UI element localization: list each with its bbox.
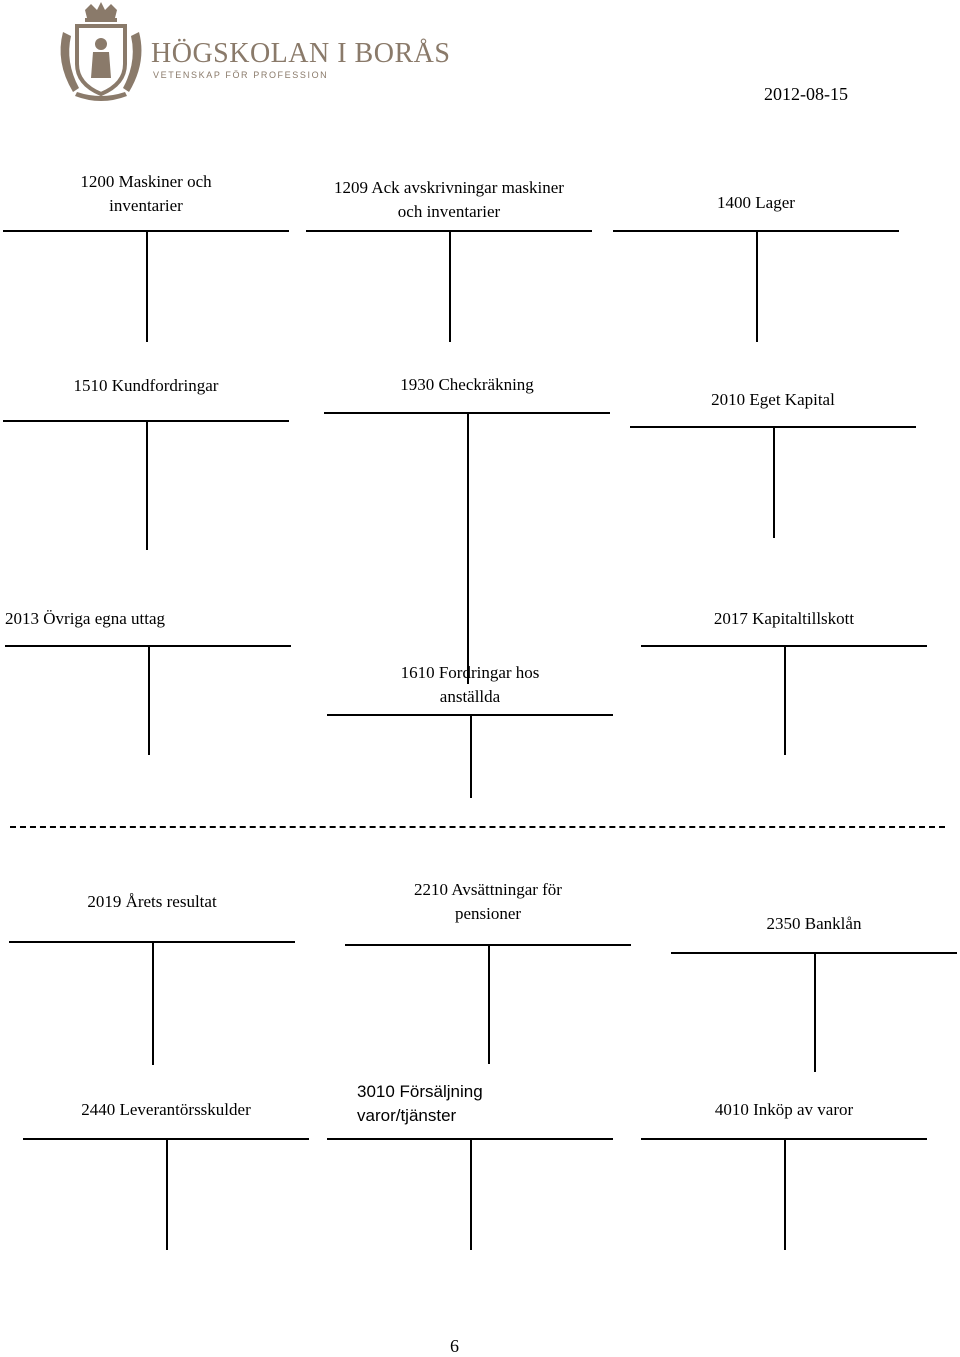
account-label: 4010 Inköp av varor bbox=[714, 1100, 854, 1119]
account-label: 1610 Fordringar hos anställda bbox=[400, 663, 540, 706]
account-vline bbox=[449, 230, 451, 342]
account-vline bbox=[146, 420, 148, 550]
account-label: 2210 Avsättningar för pensioner bbox=[414, 880, 562, 923]
account-vline bbox=[773, 426, 775, 538]
account-vline bbox=[756, 230, 758, 342]
dashed-divider bbox=[10, 826, 945, 828]
account-vline bbox=[784, 1138, 786, 1250]
logo-name: HÖGSKOLAN I BORÅS bbox=[151, 38, 451, 69]
account-label: 1930 Checkräkning bbox=[400, 375, 534, 394]
account-vline bbox=[814, 952, 816, 1072]
account-label: 1209 Ack avskrivningar maskiner och inve… bbox=[334, 178, 564, 221]
account-label: 2350 Banklån bbox=[766, 914, 862, 933]
account-vline bbox=[467, 412, 469, 684]
account-vline bbox=[470, 1138, 472, 1250]
account-vline bbox=[148, 645, 150, 755]
account-vline bbox=[488, 944, 490, 1064]
account-label: 1200 Maskiner och inventarier bbox=[80, 172, 212, 215]
logo-tagline: VETENSKAP FÖR PROFESSION bbox=[153, 70, 329, 80]
account-label: 2017 Kapitaltillskott bbox=[713, 609, 855, 628]
account-label: 3010 Försäljning varor/tjänster bbox=[357, 1082, 483, 1125]
document-date: 2012-08-15 bbox=[764, 84, 848, 104]
account-label: 2019 Årets resultat bbox=[87, 892, 217, 911]
account-label: 2010 Eget Kapital bbox=[711, 390, 835, 409]
account-label: 1400 Lager bbox=[717, 193, 795, 212]
university-logo: HÖGSKOLAN I BORÅS VETENSKAP FÖR PROFESSI… bbox=[55, 2, 455, 106]
account-label: 2013 Övriga egna uttag bbox=[5, 609, 166, 628]
account-label: 1510 Kundfordringar bbox=[73, 376, 219, 395]
page-number: 6 bbox=[450, 1336, 459, 1356]
account-label: 2440 Leverantörsskulder bbox=[81, 1100, 251, 1119]
crest-icon bbox=[60, 2, 142, 101]
account-vline bbox=[470, 714, 472, 798]
account-vline bbox=[146, 230, 148, 342]
account-vline bbox=[784, 645, 786, 755]
account-vline bbox=[152, 941, 154, 1065]
account-vline bbox=[166, 1138, 168, 1250]
